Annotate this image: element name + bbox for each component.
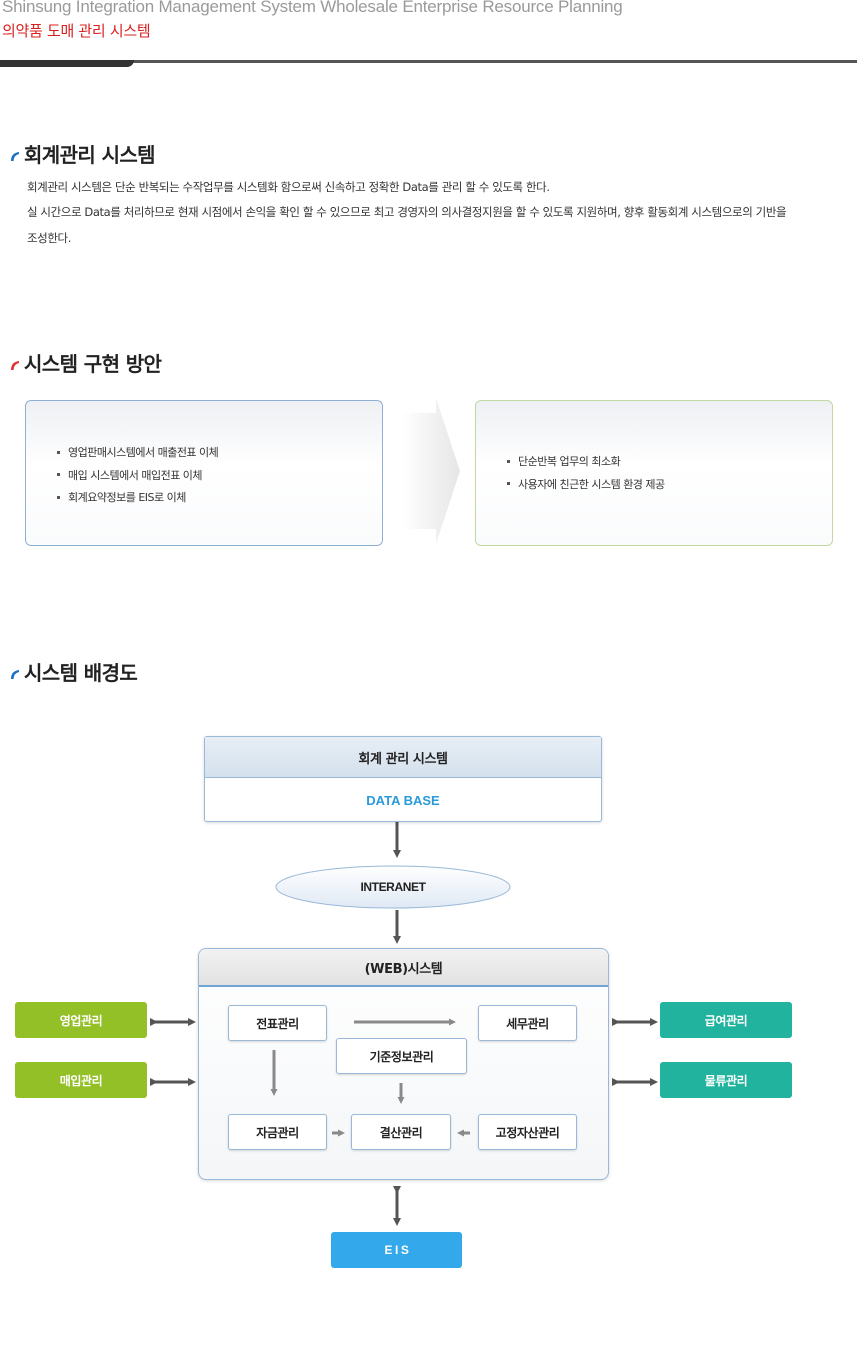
- list-item: 단순반복 업무의 최소화: [507, 450, 665, 473]
- purchase-management-node: 매입관리: [15, 1062, 147, 1098]
- red-quote-mark-icon: [11, 360, 19, 370]
- section-title-text: 시스템 배경도: [24, 661, 138, 685]
- internet-oval: [275, 865, 511, 909]
- bullet-icon: [507, 459, 510, 463]
- plan-list-current: 영업판매시스템에서 매출전표 이체 매입 시스템에서 매입전표 이체 회계요약정…: [57, 441, 219, 509]
- header-divider: [0, 60, 857, 63]
- list-item-label: 매입 시스템에서 매입전표 이체: [68, 468, 203, 482]
- blue-quote-mark-icon: [11, 151, 19, 161]
- description-line-2: 실 시간으로 Data를 처리하므로 현재 시점에서 손익을 확인 할 수 있으…: [27, 205, 787, 219]
- eis-node: E I S: [331, 1232, 462, 1268]
- bullet-icon: [507, 482, 510, 486]
- plan-box-goal: 단순반복 업무의 최소화 사용자에 친근한 시스템 환경 제공: [475, 400, 833, 546]
- header-korean-title: 의약품 도매 관리 시스템: [2, 22, 151, 40]
- database-label: DATA BASE: [366, 792, 440, 808]
- internet-label: INTERANET: [360, 880, 426, 894]
- header-divider-tab: [0, 60, 134, 67]
- section-title-accounting: 회계관리 시스템: [10, 139, 156, 168]
- section-title-text: 시스템 구현 방안: [24, 352, 162, 376]
- list-item: 회계요약정보를 EIS로 이체: [57, 486, 218, 509]
- section-title-text: 회계관리 시스템: [24, 143, 156, 167]
- fixed-asset-management-node: 고정자산관리: [478, 1114, 577, 1150]
- web-system-title: (WEB)시스템: [199, 949, 608, 987]
- sales-management-node: 영업관리: [15, 1002, 147, 1038]
- plan-box-current: 영업판매시스템에서 매출전표 이체 매입 시스템에서 매입전표 이체 회계요약정…: [25, 400, 383, 546]
- payroll-management-node: 급여관리: [660, 1002, 792, 1038]
- settlement-management-node: 결산관리: [351, 1114, 451, 1150]
- list-item: 매입 시스템에서 매입전표 이체: [57, 464, 218, 487]
- description-line-1: 회계관리 시스템은 단순 반복되는 수작업무를 시스템화 함으로써 신속하고 정…: [27, 180, 550, 194]
- list-item: 영업판매시스템에서 매출전표 이체: [57, 441, 219, 464]
- tax-management-node: 세무관리: [478, 1005, 577, 1041]
- list-item-label: 단순반복 업무의 최소화: [518, 455, 621, 469]
- master-data-management-node: 기준정보관리: [336, 1038, 467, 1074]
- description-line-3: 조성한다.: [27, 231, 71, 245]
- bullet-icon: [57, 450, 60, 454]
- logistics-management-node: 물류관리: [660, 1062, 792, 1098]
- header-english-title: Shinsung Integration Management System W…: [2, 0, 623, 16]
- blue-quote-mark-icon: [11, 669, 19, 679]
- fund-management-node: 자금관리: [228, 1114, 327, 1150]
- accounting-system-box: 회계 관리 시스템 DATA BASE: [204, 736, 602, 822]
- bullet-icon: [57, 495, 60, 499]
- list-item-label: 영업판매시스템에서 매출전표 이체: [68, 446, 219, 460]
- voucher-management-node: 전표관리: [228, 1005, 327, 1041]
- list-item-label: 회계요약정보를 EIS로 이체: [68, 491, 186, 505]
- list-item-label: 사용자에 친근한 시스템 환경 제공: [518, 477, 665, 491]
- big-right-arrow-icon: [402, 398, 460, 544]
- accounting-system-title: 회계 관리 시스템: [205, 737, 601, 778]
- section-title-context-diagram: 시스템 배경도: [10, 657, 138, 686]
- list-item: 사용자에 친근한 시스템 환경 제공: [507, 473, 665, 496]
- bullet-icon: [57, 473, 60, 477]
- section-title-implementation: 시스템 구현 방안: [10, 348, 162, 377]
- plan-list-goal: 단순반복 업무의 최소화 사용자에 친근한 시스템 환경 제공: [507, 450, 665, 495]
